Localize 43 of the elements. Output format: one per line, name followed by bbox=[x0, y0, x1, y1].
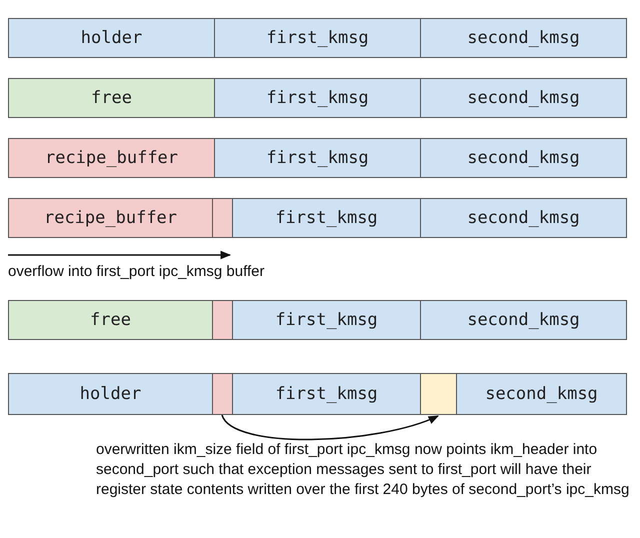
empty-block bbox=[212, 373, 233, 415]
block-label: first_kmsg bbox=[266, 148, 369, 168]
block-label: recipe_buffer bbox=[44, 208, 178, 228]
memory-block bbox=[8, 373, 213, 415]
block-label: holder bbox=[80, 384, 142, 404]
memory-block bbox=[214, 18, 421, 58]
block-label: holder bbox=[80, 28, 142, 48]
memory-block bbox=[8, 78, 215, 118]
memory-block bbox=[232, 198, 421, 238]
empty-block bbox=[212, 198, 233, 238]
block-label: first_kmsg bbox=[266, 88, 369, 108]
memory-block bbox=[214, 138, 421, 178]
memory-block bbox=[456, 373, 627, 415]
block-label: first_kmsg bbox=[266, 28, 369, 48]
memory-block bbox=[420, 18, 627, 58]
memory-block bbox=[8, 198, 213, 238]
memory-block bbox=[420, 198, 627, 238]
block-label: second_kmsg bbox=[467, 88, 580, 108]
empty-block bbox=[420, 373, 457, 415]
memory-block bbox=[232, 300, 421, 340]
memory-block bbox=[214, 78, 421, 118]
note-text: overwritten ikm_size field of first_port ipc_kmsg now points ikm_header into second_port such that exception messages sent to first_port will have their register state contents written over the first 240 bytes of second_port’s ipc_kmsg bbox=[96, 440, 630, 500]
block-label: second_kmsg bbox=[467, 28, 580, 48]
block-label: first_kmsg bbox=[275, 208, 378, 228]
block-label: first_kmsg bbox=[275, 310, 378, 330]
memory-block bbox=[420, 300, 627, 340]
block-label: free bbox=[91, 88, 132, 108]
memory-block bbox=[8, 18, 215, 58]
annotation-text: overflow into first_port ipc_kmsg buffer bbox=[8, 262, 266, 282]
memory-block bbox=[8, 138, 215, 178]
empty-block bbox=[212, 300, 233, 340]
block-label: second_kmsg bbox=[467, 310, 580, 330]
block-label: first_kmsg bbox=[275, 384, 378, 404]
block-label: free bbox=[90, 310, 131, 330]
memory-block bbox=[232, 373, 421, 415]
memory-block bbox=[420, 78, 627, 118]
block-label: second_kmsg bbox=[467, 208, 580, 228]
block-label: second_kmsg bbox=[467, 148, 580, 168]
arrow bbox=[221, 414, 439, 440]
block-label: recipe_buffer bbox=[44, 148, 178, 168]
memory-block bbox=[420, 138, 627, 178]
memory-block bbox=[8, 300, 213, 340]
block-label: second_kmsg bbox=[485, 384, 598, 404]
